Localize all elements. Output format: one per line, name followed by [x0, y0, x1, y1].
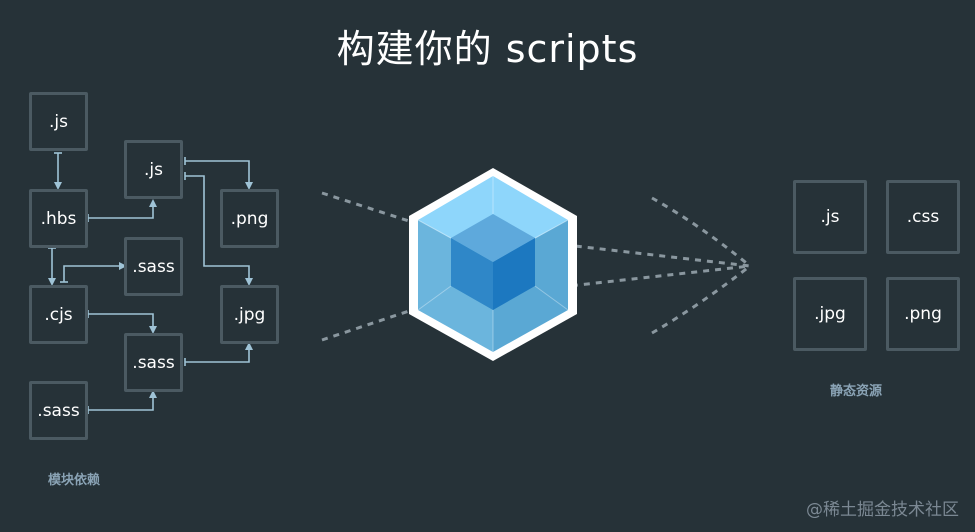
- dependency-connectors: [48, 152, 253, 414]
- connector-cjs-sass: [63, 262, 127, 282]
- assets-caption: 静态资源: [830, 384, 883, 399]
- asset-box-js: .js: [793, 180, 867, 254]
- connector-hbs-js: [88, 199, 157, 219]
- module-box-png: .png: [220, 189, 279, 248]
- connector-sass-jpg: [185, 342, 253, 363]
- modules-caption: 模块依赖: [48, 473, 101, 488]
- output-flow-2: [559, 264, 751, 289]
- asset-box-jpg: .jpg: [793, 277, 867, 351]
- watermark: @稀土掘金技术社区: [806, 500, 959, 520]
- input-flow-top: [321, 191, 413, 224]
- page-title: 构建你的 scripts: [336, 27, 639, 71]
- connector-sass-sasslow: [88, 390, 157, 411]
- input-flow-bottom: [321, 308, 413, 342]
- module-box-hbs: .hbs: [29, 189, 88, 248]
- module-box-jpg: .jpg: [220, 285, 279, 344]
- module-box-cjs: .cjs: [29, 285, 88, 344]
- output-flow-3: [651, 196, 751, 268]
- asset-box-css: .css: [886, 180, 960, 254]
- output-flow-lines: [539, 196, 751, 335]
- module-box-js: .js: [29, 92, 88, 151]
- output-flow-4: [651, 264, 751, 335]
- module-box-sass: .sass: [124, 333, 183, 392]
- connector-cjs-sasslow: [88, 313, 157, 334]
- module-box-sass: .sass: [29, 381, 88, 440]
- webpack-cube-icon: [409, 168, 577, 361]
- module-box-js: .js: [124, 140, 183, 199]
- connector-js-jpg: [185, 175, 253, 286]
- input-flow-lines: [321, 191, 413, 342]
- connector-js-png: [185, 160, 253, 190]
- asset-box-png: .png: [886, 277, 960, 351]
- module-box-sass: .sass: [124, 237, 183, 296]
